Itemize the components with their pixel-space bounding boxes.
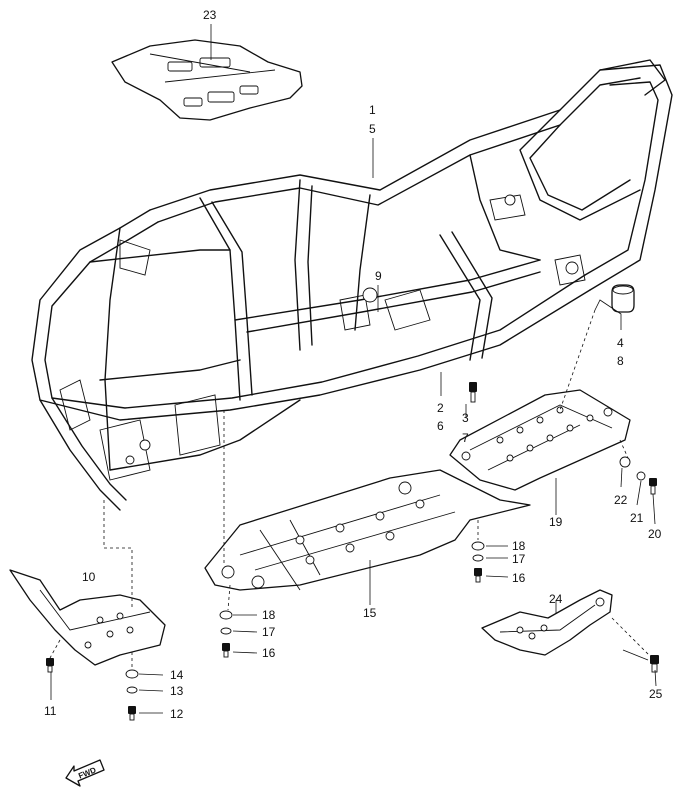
leader-lines bbox=[50, 24, 657, 714]
callout-6: 6 bbox=[437, 419, 444, 433]
front-skid-plate bbox=[9, 569, 166, 666]
callout-5: 5 bbox=[369, 122, 376, 136]
exhaust-guard bbox=[481, 589, 613, 656]
callout-23: 23 bbox=[203, 8, 217, 22]
callout-24: 24 bbox=[549, 592, 563, 606]
hardware-set-left bbox=[219, 610, 233, 658]
fwd-direction-arrow: FWD bbox=[65, 759, 105, 787]
callout-9: 9 bbox=[375, 269, 382, 283]
callout-18-center: 18 bbox=[512, 539, 526, 553]
callout-16-center: 16 bbox=[512, 571, 526, 585]
callout-21: 21 bbox=[630, 511, 644, 525]
fwd-label: FWD bbox=[77, 765, 97, 780]
top-cover-plate bbox=[111, 39, 303, 121]
callout-16-left: 16 bbox=[262, 646, 276, 660]
bolt-3 bbox=[469, 382, 477, 403]
center-skid-plate bbox=[204, 469, 531, 591]
callout-15: 15 bbox=[363, 606, 377, 620]
callout-20: 20 bbox=[648, 527, 662, 541]
callout-4: 4 bbox=[617, 336, 624, 350]
callout-11: 11 bbox=[44, 704, 57, 718]
hardware-set-center bbox=[471, 541, 485, 583]
callout-12: 12 bbox=[170, 707, 184, 721]
callout-7: 7 bbox=[462, 431, 469, 445]
rear-skid-plate bbox=[449, 389, 631, 491]
bolt-25 bbox=[650, 655, 659, 673]
hardware-set-right bbox=[619, 456, 657, 495]
callout-17-center: 17 bbox=[512, 552, 526, 566]
callout-22: 22 bbox=[614, 493, 628, 507]
callout-17-left: 17 bbox=[262, 625, 276, 639]
callout-14: 14 bbox=[170, 668, 184, 682]
callout-labels: 23 1 5 9 4 8 2 6 3 7 22 21 20 19 18 17 1… bbox=[44, 8, 663, 721]
callout-25: 25 bbox=[649, 687, 663, 701]
hardware-set-front bbox=[46, 658, 139, 721]
callout-13: 13 bbox=[170, 684, 184, 698]
callout-2: 2 bbox=[437, 401, 444, 415]
callout-3: 3 bbox=[462, 411, 469, 425]
callout-1: 1 bbox=[369, 103, 376, 117]
callout-19: 19 bbox=[549, 515, 563, 529]
main-frame bbox=[31, 59, 673, 511]
rubber-bushing bbox=[611, 284, 635, 313]
alignment-lines bbox=[49, 309, 651, 668]
callout-8: 8 bbox=[617, 354, 624, 368]
callout-18-left: 18 bbox=[262, 608, 276, 622]
callout-10: 10 bbox=[82, 570, 96, 584]
